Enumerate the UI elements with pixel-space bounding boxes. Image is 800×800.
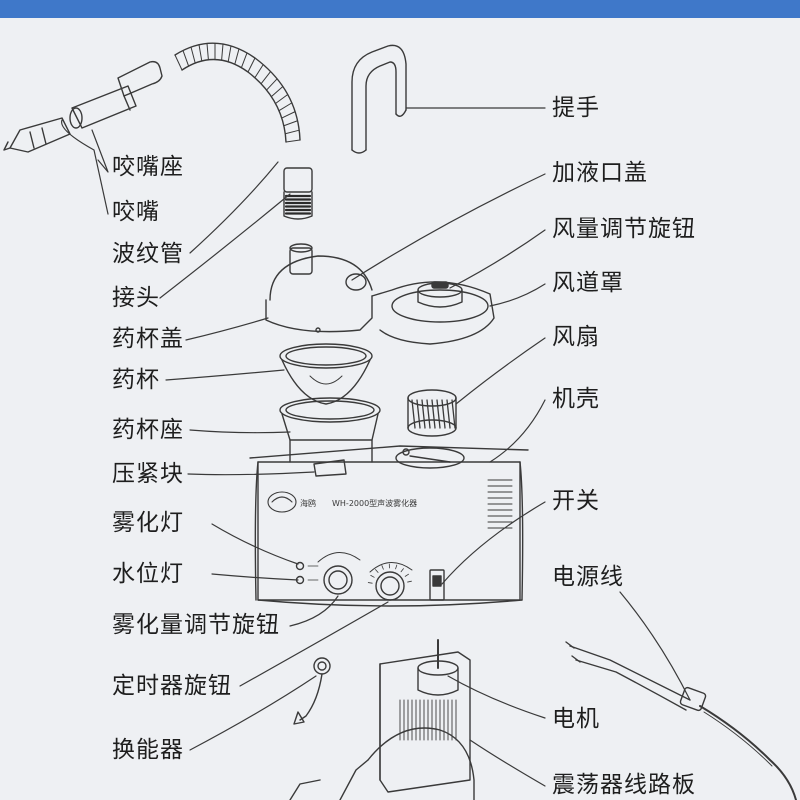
label-air-volume-knob: 风量调节旋钮: [552, 216, 696, 242]
label-cup-lid: 药杯盖: [112, 326, 184, 352]
label-housing: 机壳: [552, 386, 600, 412]
label-atomizing-lamp: 雾化灯: [112, 510, 184, 536]
label-switch: 开关: [552, 488, 600, 514]
label-handle: 提手: [552, 95, 600, 121]
label-air-duct-cover: 风道罩: [552, 270, 624, 296]
power-cord-part: [565, 641, 797, 800]
connector-part: [283, 167, 313, 220]
air-duct-cover-part: [371, 281, 495, 345]
label-oscillator-board: 震荡器线路板: [552, 772, 696, 798]
label-corrugated-hose: 波纹管: [112, 241, 184, 267]
label-pressing-block: 压紧块: [112, 461, 184, 487]
mouthpiece-part: [3, 117, 71, 153]
motor-and-board-part: [289, 639, 475, 800]
label-fan: 风扇: [552, 324, 600, 350]
label-mouthpiece-holder: 咬嘴座: [112, 154, 184, 180]
label-medicine-cup: 药杯: [112, 367, 160, 393]
label-water-level-lamp: 水位灯: [112, 561, 184, 587]
housing-part: 海鸥 WH-2000型声波雾化器: [249, 445, 529, 607]
label-transducer: 换能器: [112, 737, 184, 763]
label-cup-seat: 药杯座: [112, 417, 184, 443]
handle-part: [351, 44, 407, 154]
label-timer-knob: 定时器旋钮: [112, 673, 232, 699]
label-motor: 电机: [552, 706, 600, 732]
label-fill-cap: 加液口盖: [552, 160, 648, 186]
brand-text: 海鸥: [300, 498, 316, 508]
fan-part: [407, 389, 457, 437]
leader-lines: [61, 107, 691, 787]
model-text: WH-2000型声波雾化器: [332, 498, 417, 508]
label-power-cord: 电源线: [552, 564, 624, 590]
label-mouthpiece: 咬嘴: [112, 199, 160, 225]
air-volume-knob-part: [417, 281, 463, 308]
transducer-part: [293, 657, 331, 725]
corrugated-hose-part: [174, 42, 301, 143]
label-connector: 接头: [112, 285, 160, 311]
mouthpiece-holder-part: [69, 60, 163, 129]
cup-lid-part: [265, 243, 373, 333]
medicine-cup-part: [279, 343, 373, 405]
label-atomizing-knob: 雾化量调节旋钮: [112, 612, 280, 638]
top-bar: [0, 0, 800, 18]
cup-seat-part: [279, 397, 381, 463]
